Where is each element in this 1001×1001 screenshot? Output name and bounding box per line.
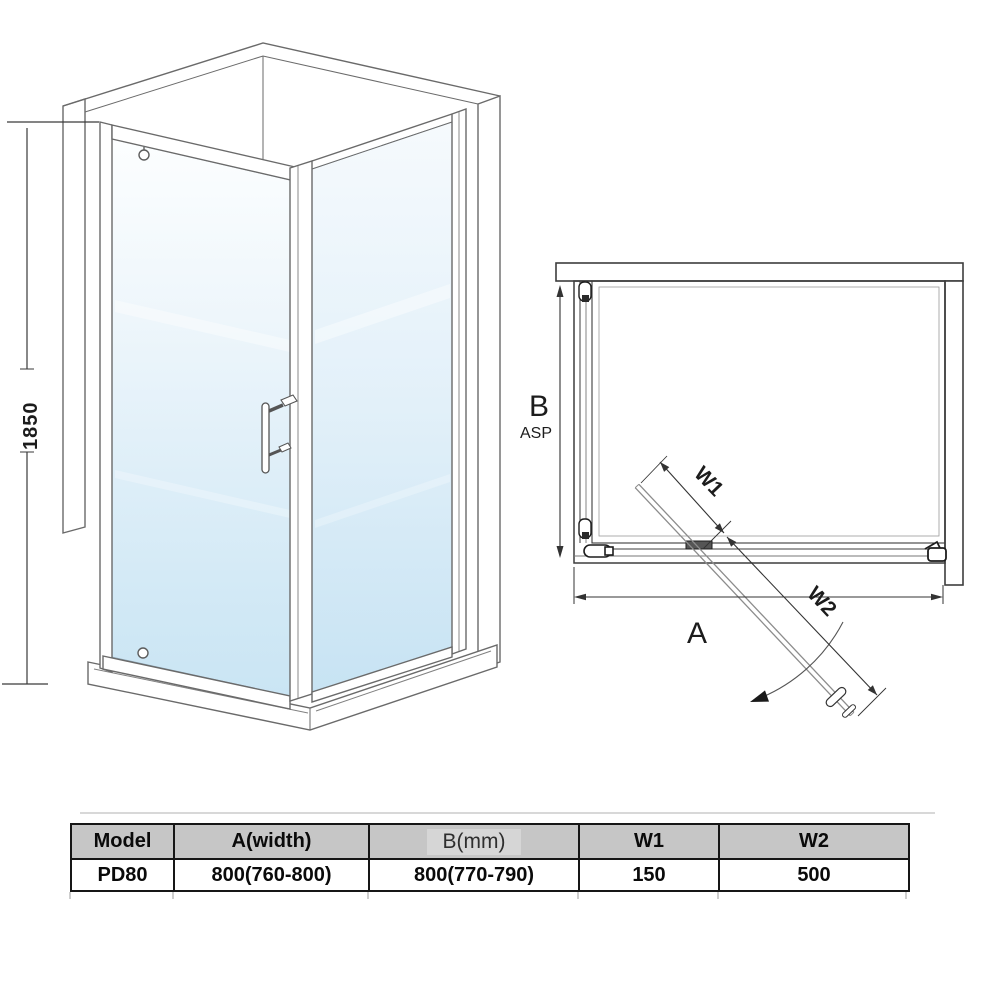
header-b-mm-label: B(mm) (426, 828, 522, 855)
door-handle (261, 394, 298, 474)
wall-left (62, 98, 86, 534)
plan-wall-right (944, 280, 964, 586)
wall-right (477, 95, 501, 670)
side-panel-glass (311, 121, 453, 693)
cell-model: PD80 (70, 858, 175, 892)
spec-table-data-row: PD80 800(760-800) 800(770-790) 150 500 (70, 858, 910, 892)
b-dimension: B ASP (520, 285, 564, 558)
plan-corner-bracket-right (924, 540, 947, 562)
label-w2: W2 (803, 582, 841, 621)
side-panel-frame (311, 108, 467, 703)
plan-door-pivot-block (685, 540, 713, 550)
cell-b-mm: 800(770-790) (368, 858, 580, 892)
wall-top-rim (62, 42, 501, 161)
cell-a-width: 800(760-800) (173, 858, 370, 892)
height-dimension-label: 1850 (20, 402, 42, 451)
plan-open-door (634, 483, 855, 717)
plan-corner-bracket-left (583, 544, 614, 558)
plan-wall-top (555, 262, 964, 282)
front-isometric-view: 1850 (2, 42, 501, 731)
w2-dimension: W2 (726, 536, 887, 717)
plan-top-view: B ASP A W1 W2 (520, 262, 964, 718)
header-w1: W1 (578, 823, 720, 860)
plan-hinge-bottom (578, 518, 592, 539)
door-frame (99, 121, 313, 710)
header-model: Model (70, 823, 175, 860)
plan-hinge-top (578, 281, 592, 302)
a-dimension: A (573, 567, 944, 650)
shower-tray (87, 644, 498, 731)
pivot-pin-top (138, 147, 150, 161)
door-glass (111, 138, 291, 697)
cell-w2: 500 (718, 858, 910, 892)
label-w1: W1 (690, 462, 729, 501)
header-b-mm: B(mm) (368, 823, 580, 860)
spec-table-header-row: Model A(width) B(mm) W1 W2 (70, 823, 910, 860)
header-w2: W2 (718, 823, 910, 860)
cell-w1: 150 (578, 858, 720, 892)
pivot-pin-bottom (137, 647, 149, 659)
label-b: B (529, 390, 549, 423)
plan-door-handle (825, 686, 856, 718)
label-a: A (687, 617, 707, 650)
label-asp: ASP (520, 425, 552, 442)
swing-direction-arrow (750, 690, 769, 702)
spec-table: Model A(width) B(mm) W1 W2 PD80 800(760-… (70, 823, 910, 892)
door-swing-arc (750, 621, 844, 702)
header-a-width: A(width) (173, 823, 370, 860)
height-dimension: 1850 (2, 121, 99, 685)
plan-enclosure-frame (573, 280, 946, 564)
table-print-artifacts (69, 812, 935, 899)
